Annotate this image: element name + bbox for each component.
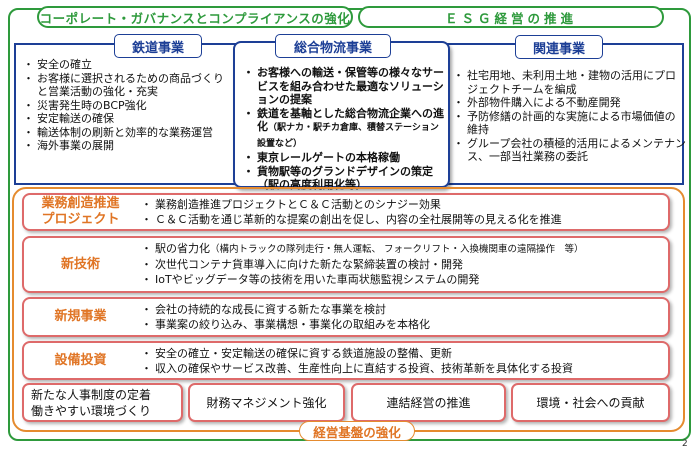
railway-item: お客様に選択されるための商品づくりと営業活動の強化・充実 [23, 72, 231, 99]
row-item: 収入の確保やサービス改善、生産性向上に直結する投資、技術革新を具体化する投資 [141, 361, 573, 376]
row-item: 駅の省力化（構内トラックの隊列走行・無人運転、 フォークリフト・入換機関車の遠隔… [141, 241, 584, 257]
railway-item: 海外事業の展開 [23, 139, 231, 153]
related-business-title: 関連事業 [515, 35, 603, 59]
logistics-item-text: 貨物駅等のグランドデザインの策定 [257, 164, 433, 178]
railway-business-list: 安全の確立 お客様に選択されるための商品づくりと営業活動の強化・充実 災害発生時… [23, 58, 231, 153]
logistics-item-text: 鉄道を基軸とした総合物流企業への進化 [257, 106, 444, 134]
row-item: Ｃ＆Ｃ活動を通じ革新的な提案の創出を促し、内容の全社展開等の見える化を推進 [141, 212, 562, 227]
railway-item: 安全の確立 [23, 58, 231, 72]
logistics-item: お客様への輸送・保管等の様々なサービスを組み合わせた最適なソリューションの提案 [243, 66, 446, 107]
related-item: 外部物件購入による不動産開発 [453, 96, 686, 110]
logistics-item-text: 東京レールゲートの本格稼働 [257, 151, 400, 164]
new-technology-row: 新技術 駅の省力化（構内トラックの隊列走行・無人運転、 フォークリフト・入換機関… [22, 236, 670, 293]
row-label-line: 業務創造推進 [41, 196, 120, 211]
related-item: グループ会社の積極的活用によるメンテナンス、一部当社業務の委託 [453, 137, 686, 164]
row-label: 設備投資 [54, 352, 107, 368]
logistics-business-list: お客様への輸送・保管等の様々なサービスを組み合わせた最適なソリューションの提案 … [243, 66, 446, 192]
row-label-line: プロジェクト [41, 212, 120, 227]
row-item: IoTやビッグデータ等の技術を用いた車両状態監視システムの開発 [141, 272, 584, 287]
row-items: 駅の省力化（構内トラックの隊列走行・無人運転、 フォークリフト・入換機関車の遠隔… [141, 241, 584, 287]
row-items: 安全の確立・安定輸送の確保に資する鉄道施設の整備、更新 収入の確保やサービス改善… [141, 346, 573, 376]
logistics-item-text: お客様への輸送・保管等の様々なサービスを組み合わせた最適なソリューションの提案 [257, 66, 444, 106]
railway-item: 災害発生時のBCP強化 [23, 99, 231, 113]
management-foundation-label: 経営基盤の強化 [299, 421, 415, 441]
row-label: 新規事業 [54, 309, 107, 324]
capital-investment-row: 設備投資 安全の確立・安定輸送の確保に資する鉄道施設の整備、更新 収入の確保やサ… [22, 341, 670, 380]
row-item-note: （構内トラックの隊列走行・無人運転、 フォークリフト・入換機関車の遠隔操作 等） [210, 244, 584, 255]
environment-society-box: 環境・社会への貢献 [511, 383, 670, 422]
row-item: 事業案の絞り込み、事業構想・事業化の取組みを本格化 [141, 317, 430, 332]
row-item: 業務創造推進プロジェクトとＣ＆Ｃ活動とのシナジー効果 [141, 197, 562, 212]
page-number: 2 [682, 439, 688, 449]
esg-management-pill: ＥＳＧ経営の推進 [358, 6, 664, 28]
related-business-list: 社宅用地、未利用土地・建物の活用にプロジェクトチームを編成 外部物件購入による不… [453, 69, 686, 164]
new-business-row: 新規事業 会社の持続的な成長に資する新たな事業を検討 事業案の絞り込み、事業構想… [22, 297, 670, 337]
row-item: 会社の持続的な成長に資する新たな事業を検討 [141, 302, 430, 317]
row-items: 業務創造推進プロジェクトとＣ＆Ｃ活動とのシナジー効果 Ｃ＆Ｃ活動を通じ革新的な提… [141, 197, 562, 227]
governance-compliance-pill: コーポレート・ガバナンスとコンプライアンスの強化 [37, 6, 353, 28]
bottom-box-line: 新たな人事制度の定着 [31, 387, 152, 402]
row-item: 次世代コンテナ貨車導入に向けた新たな緊締装置の検討・開発 [141, 257, 584, 272]
railway-item: 輸送体制の刷新と効率的な業務運営 [23, 126, 231, 140]
row-item: 安全の確立・安定輸送の確保に資する鉄道施設の整備、更新 [141, 346, 573, 361]
logistics-item: 鉄道を基軸とした総合物流企業への進化（駅ナカ・駅チカ倉庫、積替ステーション設置な… [243, 106, 446, 152]
row-item-text: 駅の省力化 [155, 242, 210, 255]
hr-system-box: 新たな人事制度の定着働きやすい環境づくり [22, 383, 183, 422]
bottom-box-line: 働きやすい環境づくり [31, 403, 152, 418]
consolidated-management-box: 連結経営の推進 [351, 383, 506, 422]
row-label: 業務創造推進プロジェクト [24, 195, 137, 229]
logistics-item-note: （駅ナカ・駅チカ倉庫、積替ステーション設置など） [257, 123, 439, 149]
financial-management-box: 財務マネジメント強化 [188, 383, 345, 422]
related-item: 社宅用地、未利用土地・建物の活用にプロジェクトチームを編成 [453, 69, 686, 96]
logistics-item: 東京レールゲートの本格稼働 [243, 151, 446, 165]
railway-business-title: 鉄道事業 [114, 34, 202, 58]
business-creation-project-row: 業務創造推進プロジェクト 業務創造推進プロジェクトとＣ＆Ｃ活動とのシナジー効果 … [22, 193, 670, 231]
row-label: 新技術 [60, 256, 100, 272]
logistics-business-title: 総合物流事業 [275, 34, 391, 58]
related-item: 予防修繕の計画的な実施による市場価値の維持 [453, 110, 686, 137]
row-items: 会社の持続的な成長に資する新たな事業を検討 事業案の絞り込み、事業構想・事業化の… [141, 302, 430, 332]
railway-item: 安定輸送の確保 [23, 112, 231, 126]
